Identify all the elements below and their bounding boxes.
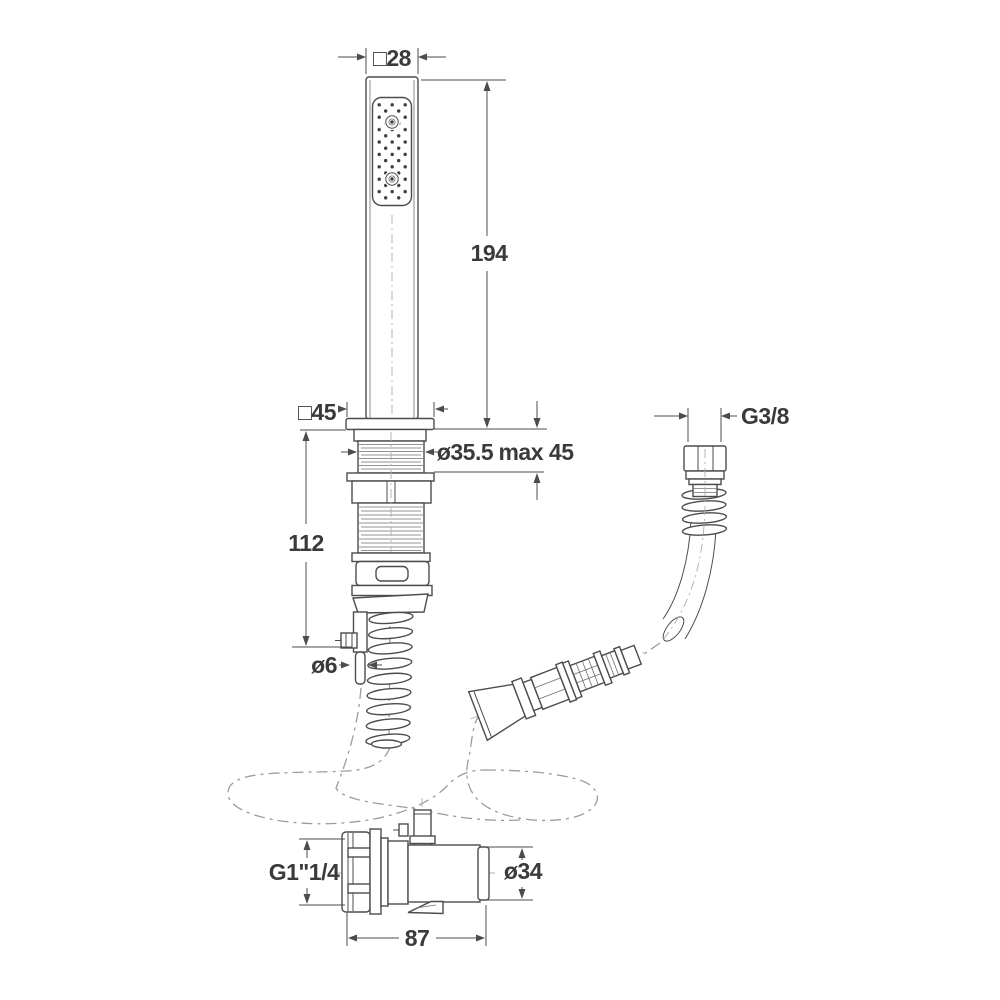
- dim-shank-diameter: ø35.5: [341, 439, 494, 465]
- dim-hose-thread: G3/8: [654, 403, 790, 442]
- dim-label: 112: [288, 530, 324, 556]
- dim-label: ø35.5: [437, 439, 494, 465]
- g38-nut: [661, 445, 727, 642]
- valve-body: [351, 552, 433, 614]
- dim-head-width: □28: [338, 45, 446, 74]
- dim-label: □28: [373, 45, 412, 71]
- dim-max-deck-thickness: max 45: [300, 401, 575, 500]
- hose-loop-path: [227, 609, 661, 825]
- guide-tube: [335, 611, 368, 685]
- dim-label: □45: [298, 399, 337, 425]
- dim-escutcheon-width: □45: [298, 399, 448, 425]
- dim-label: 87: [405, 925, 430, 951]
- dim-guide-diameter: ø6: [311, 652, 382, 678]
- dim-body-length: 87: [346, 905, 487, 951]
- dim-label: ø34: [504, 858, 543, 884]
- dim-label: ø6: [311, 652, 337, 678]
- dim-head-length: 194: [421, 79, 509, 428]
- spray-nozzle: [384, 171, 400, 187]
- escutcheon: [345, 417, 435, 442]
- dim-label: G3/8: [741, 403, 790, 429]
- hose-weight: [467, 644, 647, 742]
- bottom-valve-body: [334, 798, 498, 915]
- supply-spring-hose: [365, 611, 414, 749]
- dim-under-deck-depth: 112: [288, 431, 352, 648]
- dim-label: max 45: [498, 439, 574, 465]
- hex-nut: [346, 472, 435, 504]
- dim-locknut-thread: G1"1/4: [269, 838, 345, 906]
- outlet-elbow: [662, 520, 717, 642]
- dim-body-diameter: ø34: [487, 846, 543, 901]
- spray-nozzle: [384, 114, 400, 130]
- spray-face: [371, 96, 413, 207]
- dim-label: G1"1/4: [269, 859, 340, 885]
- dim-label: 194: [471, 240, 509, 266]
